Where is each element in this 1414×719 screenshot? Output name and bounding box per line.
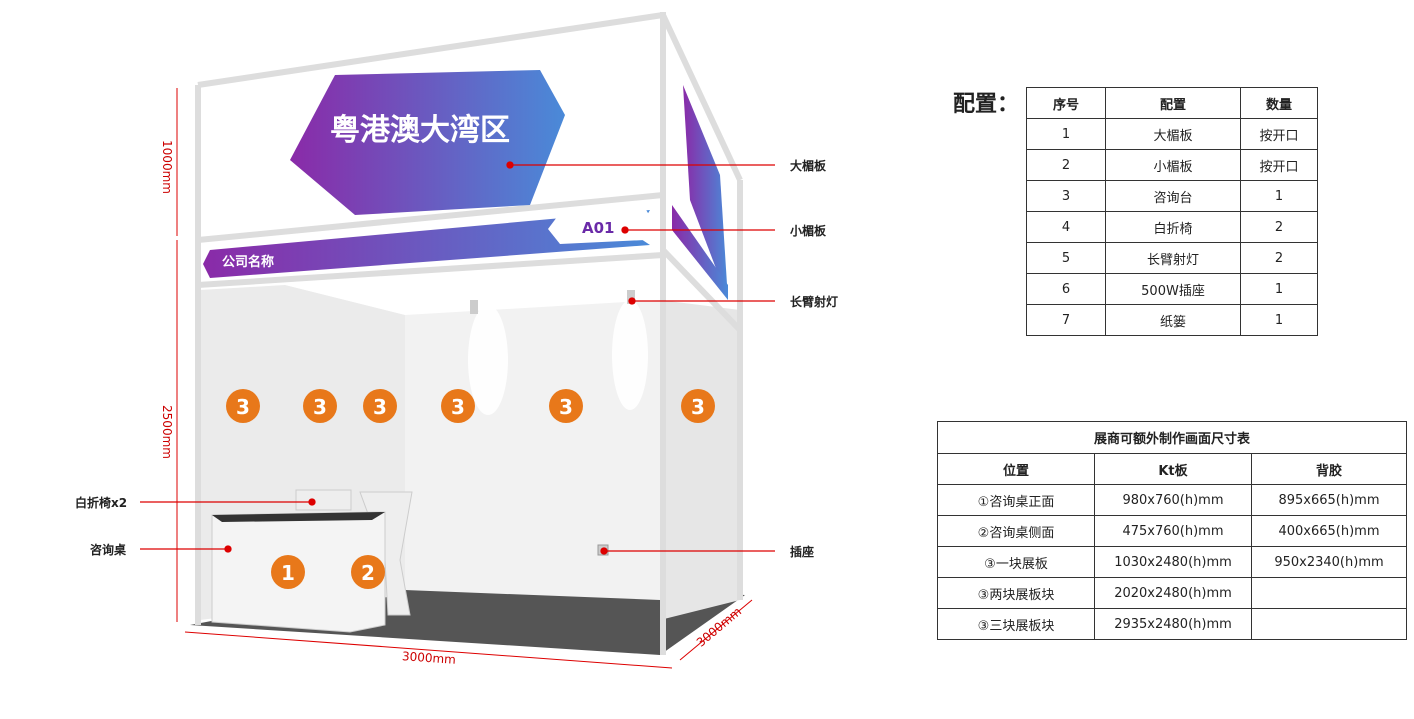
- company-name: 公司名称: [222, 254, 274, 270]
- column-header: 数量: [1240, 87, 1318, 119]
- table-header-row: 序号 配置 数量: [1026, 87, 1318, 119]
- spotlight-icon: [470, 300, 478, 314]
- fascia-slogan: 粤港澳大湾区: [330, 113, 510, 148]
- marker-label: 3: [373, 395, 387, 419]
- callout-desk: 咨询桌: [90, 543, 127, 557]
- small-fascia-panel: [203, 210, 650, 278]
- booth-illustration: 粤港澳大湾区 公司名称 A01 3 3 3 3 3 3 1 2: [140, 12, 775, 669]
- marker-3: [226, 389, 260, 423]
- table-cell: 4: [1026, 211, 1106, 243]
- table-cell: 5: [1026, 242, 1106, 274]
- table-header-row: 位置 Kt板 背胶: [937, 453, 1407, 485]
- callout-socket: 插座: [790, 545, 815, 559]
- table-cell: 1: [1240, 273, 1318, 305]
- table-cell: 475x760(h)mm: [1094, 515, 1252, 547]
- wall-height-dimension: 2500mm: [159, 405, 174, 459]
- table-cell: [1251, 577, 1407, 609]
- table-cell: 按开口: [1240, 118, 1318, 150]
- big-fascia-panel: [290, 70, 565, 215]
- back-wall: [405, 300, 660, 600]
- table-cell: 980x760(h)mm: [1094, 484, 1252, 516]
- table-cell: 2: [1026, 149, 1106, 181]
- table-cell: ③三块展板块: [937, 608, 1095, 640]
- table-cell: 7: [1026, 304, 1106, 336]
- fascia-height-dimension: 1000mm: [159, 140, 174, 194]
- marker-3: [303, 389, 337, 423]
- marker-3: [681, 389, 715, 423]
- table-cell: 950x2340(h)mm: [1251, 546, 1407, 578]
- column-header: 位置: [937, 453, 1095, 485]
- column-header: 背胶: [1251, 453, 1407, 485]
- marker-3: [441, 389, 475, 423]
- marker-label: 3: [236, 395, 250, 419]
- callout-small-fascia: 小楣板: [790, 224, 827, 238]
- table-cell: 大楣板: [1105, 118, 1241, 150]
- table-cell: 1: [1240, 180, 1318, 212]
- callout-chairs: 白折椅x2: [75, 496, 128, 510]
- table-cell: 咨询台: [1105, 180, 1241, 212]
- marker-label: 1: [281, 561, 295, 585]
- dimension-lines: [176, 88, 753, 669]
- table-cell: 6: [1026, 273, 1106, 305]
- table-cell: [1251, 608, 1407, 640]
- booth-number: A01: [582, 219, 614, 237]
- column-header: 配置: [1105, 87, 1241, 119]
- right-wall: [660, 300, 740, 620]
- callout-spotlight: 长臂射灯: [790, 295, 839, 309]
- table-cell: 400x665(h)mm: [1251, 515, 1407, 547]
- config-title: 配置：: [953, 92, 1020, 117]
- marker-label: 2: [361, 561, 375, 585]
- table-cell: 1030x2480(h)mm: [1094, 546, 1252, 578]
- marker-1: [271, 555, 305, 589]
- marker-3: [549, 389, 583, 423]
- table-cell: 2: [1240, 242, 1318, 274]
- spotlight-icon: [627, 290, 635, 304]
- table-cell: 2020x2480(h)mm: [1094, 577, 1252, 609]
- table-cell: 895x665(h)mm: [1251, 484, 1407, 516]
- table-cell: ②咨询桌侧面: [937, 515, 1095, 547]
- table-cell: 2: [1240, 211, 1318, 243]
- table-cell: 1: [1026, 118, 1106, 150]
- floor: [190, 580, 745, 655]
- table-cell: 小楣板: [1105, 149, 1241, 181]
- table-cell: 2935x2480(h)mm: [1094, 608, 1252, 640]
- table-cell: 3: [1026, 180, 1106, 212]
- marker-2: [351, 555, 385, 589]
- table-cell: 纸篓: [1105, 304, 1241, 336]
- table-cell: 1: [1240, 304, 1318, 336]
- table-cell: ①咨询桌正面: [937, 484, 1095, 516]
- column-header: Kt板: [1094, 453, 1252, 485]
- marker-label: 3: [313, 395, 327, 419]
- table-cell: 500W插座: [1105, 273, 1241, 305]
- marker-label: 3: [559, 395, 573, 419]
- callout-big-fascia: 大楣板: [790, 159, 827, 173]
- table-cell: 白折椅: [1105, 211, 1241, 243]
- marker-label: 3: [451, 395, 465, 419]
- marker-label: 3: [691, 395, 705, 419]
- table-cell: 长臂射灯: [1105, 242, 1241, 274]
- booth-frame: [195, 12, 743, 655]
- table-cell: ③两块展板块: [937, 577, 1095, 609]
- table-cell: ③一块展板: [937, 546, 1095, 578]
- size-table-title: 展商可额外制作画面尺寸表: [937, 421, 1407, 454]
- callout-lines: [140, 161, 775, 555]
- column-header: 序号: [1026, 87, 1106, 119]
- marker-3: [363, 389, 397, 423]
- table-cell: 按开口: [1240, 149, 1318, 181]
